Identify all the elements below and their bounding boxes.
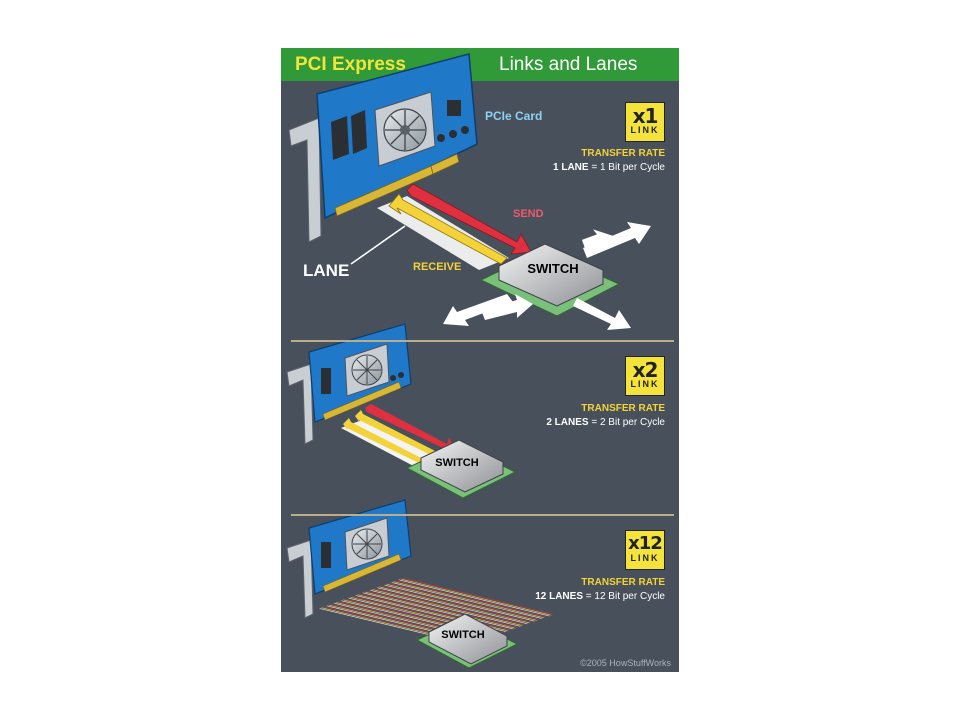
lane-line — [385, 583, 538, 621]
traffic-arrow — [573, 298, 631, 330]
switch-label: SWITCH — [441, 629, 484, 641]
transfer-rate-value: 1 LANE = 1 Bit per Cycle — [553, 162, 665, 173]
card-edge-connector — [322, 553, 402, 593]
card-bracket — [286, 363, 314, 445]
transfer-rate-label: TRANSFER RATE — [581, 577, 665, 588]
lane-line — [387, 583, 540, 620]
lane-line — [364, 591, 516, 629]
lane-line — [383, 584, 536, 622]
section-divider — [291, 514, 674, 516]
receive-label: RECEIVE — [413, 261, 462, 273]
traffic-arrow — [481, 294, 533, 320]
copyright-credit: ©2005 HowStuffWorks — [580, 658, 671, 668]
send-arrow — [365, 404, 457, 454]
memory-chip — [351, 110, 367, 154]
badge-word: LINK — [630, 379, 660, 389]
badge-number: x2 — [632, 358, 659, 382]
traffic-arrow — [581, 229, 615, 252]
lane-line — [373, 588, 525, 626]
card-edge-connector — [322, 381, 402, 421]
link-badge-x1: x1 LINK — [625, 102, 665, 142]
lane-line — [369, 589, 521, 627]
badge-word: LINK — [630, 553, 660, 563]
section-x12-graphic: SWITCH — [286, 499, 554, 669]
lane-line — [380, 585, 533, 623]
section-x2-graphic: SWITCH — [286, 323, 517, 499]
lane-line — [398, 579, 550, 617]
lane-line — [371, 589, 523, 626]
memory-chip — [321, 542, 331, 568]
lane-line — [366, 590, 518, 628]
traffic-arrow — [583, 222, 651, 258]
title-pci-express: PCI Express — [295, 54, 406, 75]
transfer-rate-label: TRANSFER RATE — [581, 148, 665, 159]
receive-arrow — [355, 410, 441, 458]
switch-label: SWITCH — [435, 457, 478, 469]
lane-line — [391, 582, 543, 619]
pcie-card-label: PCIe Card — [485, 109, 543, 123]
badge-number: x1 — [632, 104, 659, 128]
pcie-links-lanes-poster: PCI Express Links and Lanes — [281, 48, 679, 672]
card-bracket — [286, 539, 314, 619]
badge-word: LINK — [630, 125, 660, 135]
memory-chip — [331, 116, 349, 160]
lane-bundle — [319, 577, 554, 645]
transfer-rate-value: 12 LANES = 12 Bit per Cycle — [535, 591, 665, 602]
card-bracket — [288, 117, 322, 243]
receive-arrow — [343, 418, 429, 466]
switch-chip — [420, 439, 504, 493]
switch-chip — [498, 243, 604, 307]
traffic-arrow — [443, 294, 513, 326]
switch-label: SWITCH — [527, 261, 578, 276]
lane-line — [395, 580, 547, 618]
section-x1-graphic: SWITCH — [288, 53, 651, 330]
title-links-and-lanes: Links and Lanes — [499, 54, 638, 75]
section-divider — [291, 340, 674, 342]
lane-line — [378, 586, 531, 624]
send-label: SEND — [513, 208, 544, 220]
lane-line — [376, 587, 529, 625]
lane-pointer-line — [350, 225, 406, 265]
switch-chip — [428, 613, 508, 665]
transfer-rate-value: 2 LANES = 2 Bit per Cycle — [546, 417, 665, 428]
badge-number: x12 — [628, 533, 663, 554]
diagram-artwork: SWITCH — [286, 53, 651, 669]
memory-chip — [321, 368, 331, 394]
lane-line — [400, 578, 552, 616]
lane-label: LANE — [303, 261, 350, 280]
title-bar: PCI Express Links and Lanes — [281, 48, 679, 81]
link-badge-x12: x12 LINK — [625, 530, 665, 570]
lane-line — [402, 577, 554, 615]
lane-line — [393, 581, 545, 619]
link-badge-x2: x2 LINK — [625, 356, 665, 396]
transfer-rate-label: TRANSFER RATE — [581, 403, 665, 414]
receive-arrow — [388, 193, 508, 265]
